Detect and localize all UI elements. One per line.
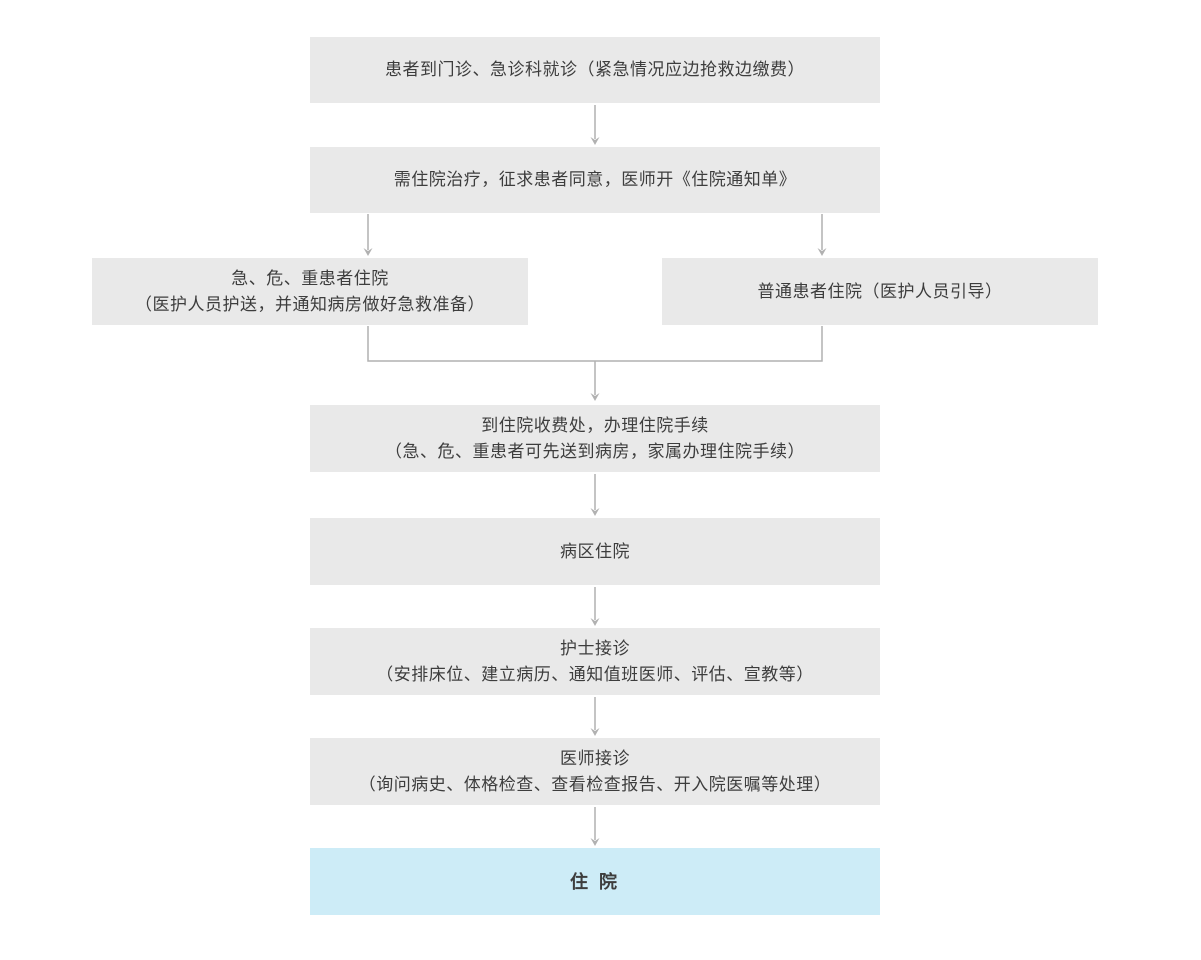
- node-normal-patient-admission: 普通患者住院（医护人员引导）: [662, 258, 1098, 325]
- arrow-step2-urgent: [363, 214, 373, 256]
- node-admission-fee-office: 到住院收费处，办理住院手续 （急、危、重患者可先送到病房，家属办理住院手续）: [310, 405, 880, 472]
- node-text-line1: 到住院收费处，办理住院手续: [481, 415, 709, 435]
- arrow-step6-step7: [590, 697, 600, 736]
- node-text-line1: 医师接诊: [560, 748, 630, 768]
- node-text-line1: 急、危、重患者住院: [231, 268, 389, 288]
- node-text-line2: （安排床位、建立病历、通知值班医师、评估、宣教等）: [376, 664, 814, 684]
- arrow-step1-step2: [590, 105, 600, 145]
- node-ward-admission: 病区住院: [310, 518, 880, 585]
- node-hospitalized: 住 院: [310, 848, 880, 915]
- node-text: 病区住院: [560, 541, 630, 561]
- node-nurse-reception: 护士接诊 （安排床位、建立病历、通知值班医师、评估、宣教等）: [310, 628, 880, 695]
- arrow-step5-step6: [590, 587, 600, 626]
- node-text-line2: （医护人员护送，并通知病房做好急救准备）: [135, 294, 485, 314]
- arrow-step7-final: [590, 807, 600, 846]
- node-admission-notice: 需住院治疗，征求患者同意，医师开《住院通知单》: [310, 147, 880, 213]
- arrow-step2-normal: [817, 214, 827, 256]
- node-text-line2: （急、危、重患者可先送到病房，家属办理住院手续）: [385, 441, 805, 461]
- node-text: 住 院: [569, 871, 620, 892]
- node-doctor-reception: 医师接诊 （询问病史、体格检查、查看检查报告、开入院医嘱等处理）: [310, 738, 880, 805]
- node-text: 需住院治疗，征求患者同意，医师开《住院通知单》: [393, 170, 797, 189]
- merge-rail: [367, 326, 823, 401]
- node-text: 普通患者住院（医护人员引导）: [757, 281, 1003, 301]
- arrow-step4-step5: [590, 474, 600, 516]
- node-text-line1: 护士接诊: [560, 638, 630, 658]
- node-outpatient-visit: 患者到门诊、急诊科就诊（紧急情况应边抢救边缴费）: [310, 37, 880, 103]
- node-text: 患者到门诊、急诊科就诊（紧急情况应边抢救边缴费）: [385, 60, 805, 79]
- node-critical-patient-admission: 急、危、重患者住院 （医护人员护送，并通知病房做好急救准备）: [92, 258, 528, 325]
- node-text-line2: （询问病史、体格检查、查看检查报告、开入院医嘱等处理）: [358, 774, 832, 794]
